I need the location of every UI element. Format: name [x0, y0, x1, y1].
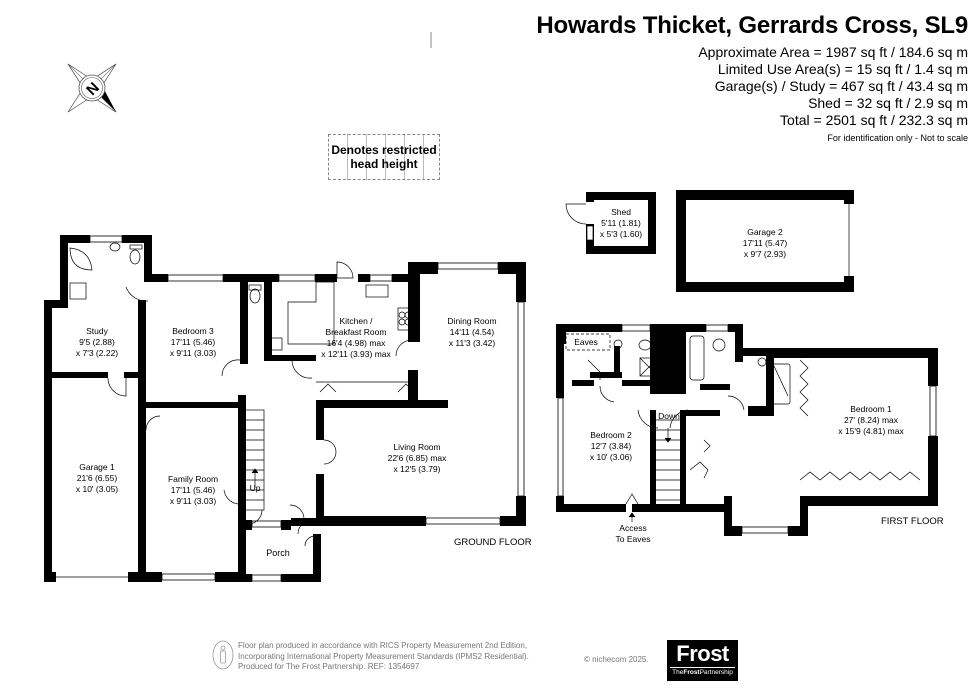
room-dim-2: x 15'9 (4.81) max — [838, 426, 904, 436]
room-dim-2: x 5'3 (1.60) — [599, 229, 643, 239]
access-to-eaves-label: Access To Eaves — [616, 523, 651, 545]
room-dim-2: x 9'11 (3.03) — [169, 348, 217, 358]
room-dim-2: x 12'5 (3.79) — [393, 464, 441, 474]
room-dim-1: 16'4 (4.98) max — [326, 338, 386, 348]
access-label-line-1: Access — [619, 523, 647, 533]
room-dim-1: 17'11 (5.47) — [742, 238, 788, 248]
room-name: Garage 2 — [747, 227, 783, 237]
room-shed: Shed 5'11 (1.81) x 5'3 (1.60) — [600, 207, 642, 240]
room-name: Eaves — [574, 337, 598, 347]
room-name: Bedroom 3 — [172, 326, 214, 336]
first-floor-walls — [556, 324, 938, 536]
area-approximate: Approximate Area = 1987 sq ft / 184.6 sq… — [698, 44, 968, 60]
ground-floor-windows — [56, 235, 525, 582]
room-porch: Porch — [266, 548, 290, 559]
logo-sub-text: TheFrostPartnership — [670, 667, 735, 677]
stairs-up-label: Up — [249, 483, 261, 493]
person-icon — [212, 640, 234, 670]
area-summary: Approximate Area = 1987 sq ft / 184.6 sq… — [698, 44, 968, 143]
room-name: Shed — [611, 207, 631, 217]
room-dim-2: x 9'7 (2.93) — [743, 249, 787, 259]
stairs-down-label: Down — [658, 411, 680, 421]
room-dim-2: x 12'11 (3.93) max — [321, 349, 391, 359]
room-bedroom-2: Bedroom 2 12'7 (3.84) x 10' (3.06) — [590, 430, 632, 463]
outbuilding-walls — [586, 190, 854, 292]
room-dim-1: 12'7 (3.84) — [590, 441, 632, 451]
room-living: Living Room 22'6 (6.85) max x 12'5 (3.79… — [388, 442, 447, 475]
room-bedroom-3: Bedroom 3 17'11 (5.46) x 9'11 (3.03) — [170, 326, 216, 359]
frost-logo: Frost TheFrostPartnership — [667, 640, 738, 681]
logo-sub-bold: Frost — [683, 669, 700, 676]
room-dining: Dining Room 14'11 (4.54) x 11'3 (3.42) — [447, 316, 496, 349]
room-dim-1: 22'6 (6.85) max — [387, 453, 447, 463]
room-dim-1: 17'11 (5.46) — [170, 337, 216, 347]
room-garage-1: Garage 1 21'6 (6.55) x 10' (3.05) — [76, 462, 118, 495]
room-name: Kitchen / — [339, 316, 373, 326]
outbuilding-details — [565, 203, 850, 276]
ground-floor-fixtures — [69, 242, 415, 547]
room-name: Porch — [266, 548, 290, 558]
copyright: © nichecom 2025. — [584, 655, 649, 664]
room-dim-2: x 9'11 (3.03) — [169, 496, 217, 506]
room-dim-1: 27' (8.24) max — [843, 415, 899, 425]
room-name: Living Room — [393, 442, 441, 452]
room-garage-2: Garage 2 17'11 (5.47) x 9'7 (2.93) — [743, 227, 787, 260]
room-name-2: Breakfast Room — [325, 327, 387, 337]
area-total: Total = 2501 sq ft / 232.3 sq m — [780, 112, 968, 128]
room-dim-1: 9'5 (2.88) — [79, 337, 115, 347]
logo-sub-post: Partnership — [699, 669, 733, 676]
logo-sub-pre: The — [672, 669, 684, 676]
room-dim-1: 5'11 (1.81) — [601, 218, 641, 228]
footer-line-3: Produced for The Frost Partnership. REF:… — [238, 662, 420, 671]
footer-disclaimer: Floor plan produced in accordance with R… — [238, 641, 529, 673]
access-label-line-2: To Eaves — [615, 534, 651, 544]
room-name: Dining Room — [447, 316, 497, 326]
scale-note: For identification only - Not to scale — [827, 133, 968, 143]
room-family: Family Room 17'11 (5.46) x 9'11 (3.03) — [168, 474, 218, 507]
ground-floor-walls — [44, 235, 526, 582]
first-floor-label: FIRST FLOOR — [881, 516, 944, 527]
room-dim-2: x 11'3 (3.42) — [448, 338, 496, 348]
logo-main-text: Frost — [676, 641, 729, 666]
first-floor-windows — [557, 324, 937, 534]
restricted-legend-label: Denotes restricted head height — [331, 143, 437, 171]
room-name: Bedroom 1 — [850, 404, 892, 414]
footer-line-2: Incorporating International Property Mea… — [238, 651, 529, 661]
compass-icon — [67, 63, 117, 113]
room-name: Study — [86, 326, 108, 336]
property-title: Howards Thicket, Gerrards Cross, SL9 — [536, 12, 968, 39]
room-eaves: Eaves — [574, 337, 598, 348]
area-garage-study: Garage(s) / Study = 467 sq ft / 43.4 sq … — [714, 78, 968, 94]
room-dim-1: 14'11 (4.54) — [449, 327, 495, 337]
room-study: Study 9'5 (2.88) x 7'3 (2.22) — [76, 326, 118, 359]
room-name: Family Room — [167, 474, 219, 484]
room-dim-2: x 7'3 (2.22) — [75, 348, 119, 358]
room-dim-2: x 10' (3.06) — [589, 452, 633, 462]
room-bedroom-1: Bedroom 1 27' (8.24) max x 15'9 (4.81) m… — [838, 404, 903, 437]
area-shed: Shed = 32 sq ft / 2.9 sq m — [808, 95, 968, 111]
restricted-head-height-legend: Denotes restricted head height — [328, 134, 440, 180]
room-dim-2: x 10' (3.05) — [75, 484, 119, 494]
footer-line-1: Floor plan produced in accordance with R… — [238, 641, 528, 650]
room-dim-1: 17'11 (5.46) — [170, 485, 216, 495]
room-dim-1: 21'6 (6.55) — [76, 473, 118, 483]
room-name: Bedroom 2 — [590, 430, 632, 440]
room-name: Garage 1 — [79, 462, 115, 472]
area-limited-use: Limited Use Area(s) = 15 sq ft / 1.4 sq … — [717, 61, 968, 77]
ground-floor-label: GROUND FLOOR — [454, 537, 532, 548]
first-floor-fixtures — [565, 333, 921, 522]
room-kitchen: Kitchen / Breakfast Room 16'4 (4.98) max… — [321, 316, 391, 360]
